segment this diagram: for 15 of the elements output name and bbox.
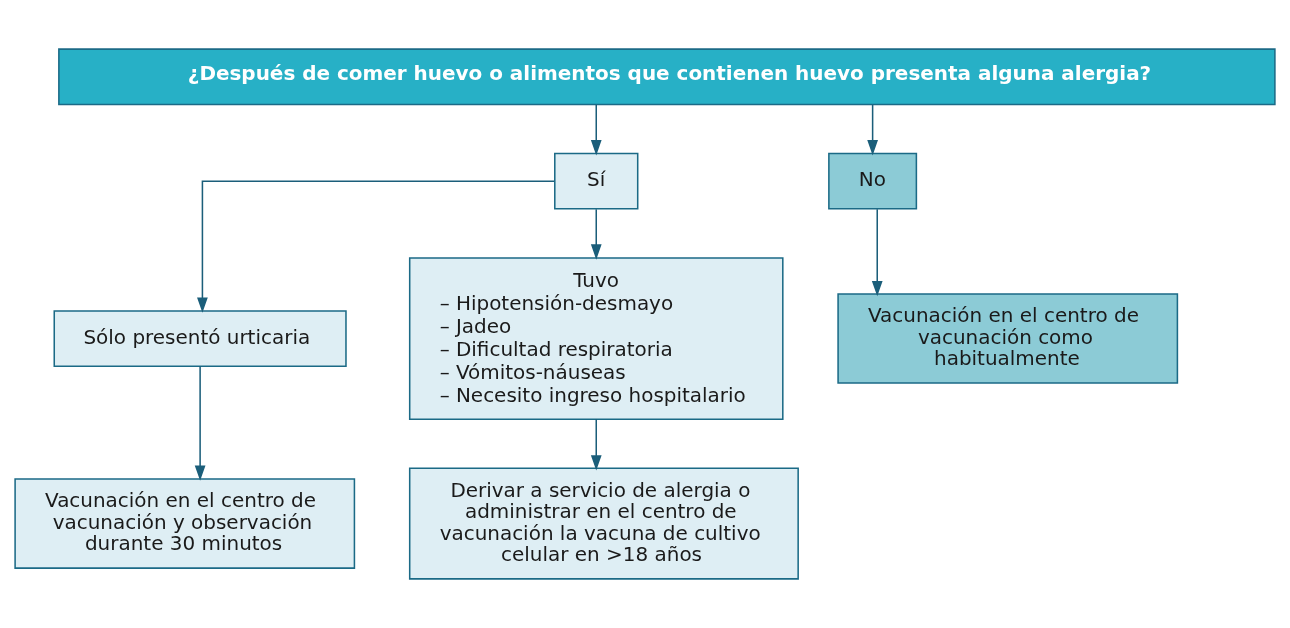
arrow (871, 208, 883, 297)
node-box: Vacunación en el centro de vacunación como habitualmente (837, 293, 1179, 384)
arrow (590, 104, 602, 156)
arrow (590, 418, 602, 471)
arrow (867, 104, 878, 156)
arrow (590, 208, 602, 260)
node-box: ¿Después de comer huevo o alimentos que contienen huevo presenta alguna alergia? (58, 48, 1276, 106)
node-box: Tuvo – Hipotensión-desmayo – Jadeo – Dificultad respiratoria – Vómitos-náuseas – Necesito ingreso hospitalario (408, 257, 784, 420)
node-box: Derivar a servicio de alergia o administrar en el centro de vacunación la vacuna de cultivo celular en >18 años (408, 467, 799, 580)
node-box: Sólo presentó urticaria (53, 310, 347, 367)
arrow (194, 365, 206, 481)
arrow (197, 180, 555, 313)
node-box: Vacunación en el centro de vacunación y observación durante 30 minutos (14, 478, 356, 569)
node-box: No (828, 152, 918, 210)
node-box: Sí (554, 152, 639, 210)
